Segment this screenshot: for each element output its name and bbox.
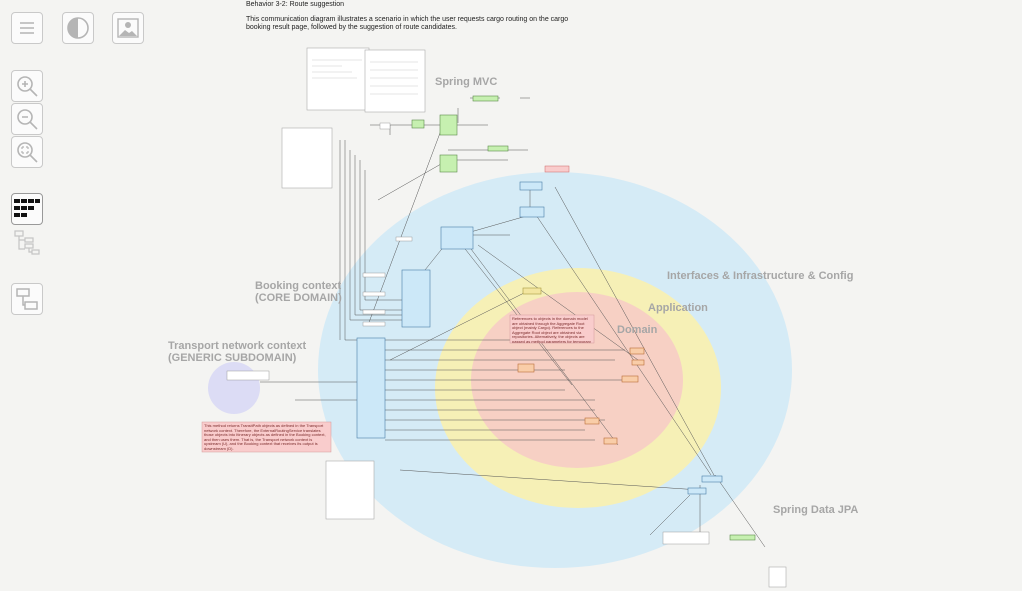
label-spring-data-jpa: Spring Data JPA [773,504,859,516]
tree-view-icon [14,230,40,255]
zoom-in-button[interactable] [11,70,43,102]
zoom-out-button[interactable] [11,103,43,135]
label-domain: Domain [617,324,658,336]
small-labels [226,122,710,545]
screen-mockup-left [281,127,333,189]
label-spring-mvc: Spring MVC [435,76,498,88]
zoom-fit-icon [17,142,38,163]
contrast-button[interactable] [62,12,94,44]
cargo-admin-controller [439,154,458,173]
transport-note-box [201,421,332,453]
screen-mockup-booking-top [306,47,426,113]
cargo-box [517,363,535,373]
image-button[interactable] [112,12,144,44]
booking-service [401,269,431,328]
tree-view-button[interactable] [11,226,43,258]
diagram-title: Behavior 3-2: Route suggestion [246,1,345,8]
booking-controller [439,114,458,136]
grid-view-icon [14,199,40,217]
layout-view-button[interactable] [11,283,43,315]
interface-boxes [356,181,723,495]
zoom-out-icon [17,109,38,130]
menu-button[interactable] [11,12,43,44]
label-transport-network-context: Transport network context (GENERIC SUBDO… [168,340,307,364]
label-interfaces-infrastructure: Interfaces & Infrastructure & Config [667,270,854,282]
domain-boxes [517,347,645,445]
domain-note: References to objects in the domain mode… [512,316,591,343]
screen-mockup-small [768,566,787,588]
menu-icon [20,22,34,34]
layout-view-icon [16,288,38,310]
domain-note-box [509,314,595,344]
controller-boxes [411,95,756,541]
image-icon [117,18,139,38]
transport-note: This method returns TransitPath objects … [204,423,326,451]
application-boxes [522,287,542,295]
screen-mockup-bottom [325,460,375,520]
grid-view-button[interactable] [11,193,43,225]
label-booking-context: Booking context (CORE DOMAIN) [255,280,342,304]
booking-service-facade [440,226,474,250]
zoom-fit-button[interactable] [11,136,43,168]
zoom-in-icon [17,76,38,97]
label-application: Application [648,302,708,314]
diagram-description: This communication diagram illustrates a… [246,16,569,31]
transport-context-circle [208,362,260,414]
external-routing-service [356,337,386,439]
contrast-icon [67,17,89,39]
